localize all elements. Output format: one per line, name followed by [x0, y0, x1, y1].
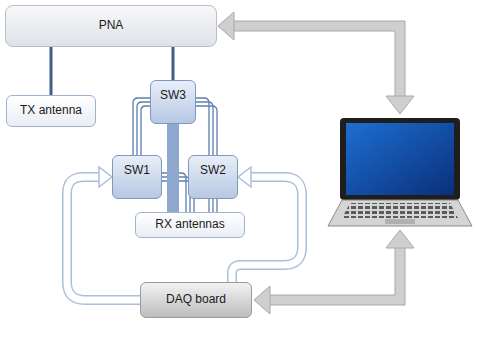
data-link-arrow [254, 230, 414, 314]
laptop-icon [328, 118, 472, 226]
rf-cable [173, 47, 174, 80]
node-label: DAQ board [166, 293, 226, 306]
antenna-box: TX antenna [6, 95, 96, 127]
rf-cable [51, 47, 52, 95]
node-label: SW3 [160, 89, 186, 102]
node-label: SW2 [200, 164, 226, 177]
switch-box: SW2 [188, 155, 238, 199]
rf-cable [133, 98, 150, 155]
rf-cable [209, 199, 217, 212]
daq-box: DAQ board [140, 282, 252, 318]
switch-box: SW1 [112, 155, 162, 199]
node-label: SW1 [124, 164, 150, 177]
rf-cable [196, 98, 217, 155]
switch-box: SW3 [150, 80, 196, 124]
node-label: TX antenna [20, 104, 82, 117]
rf-cable [173, 124, 174, 212]
antenna-box: RX antennas [135, 212, 245, 238]
node-label: PNA [99, 19, 124, 32]
data-link-arrow [218, 12, 414, 114]
node-label: RX antennas [155, 218, 224, 231]
instrument-box: PNA [5, 5, 217, 47]
